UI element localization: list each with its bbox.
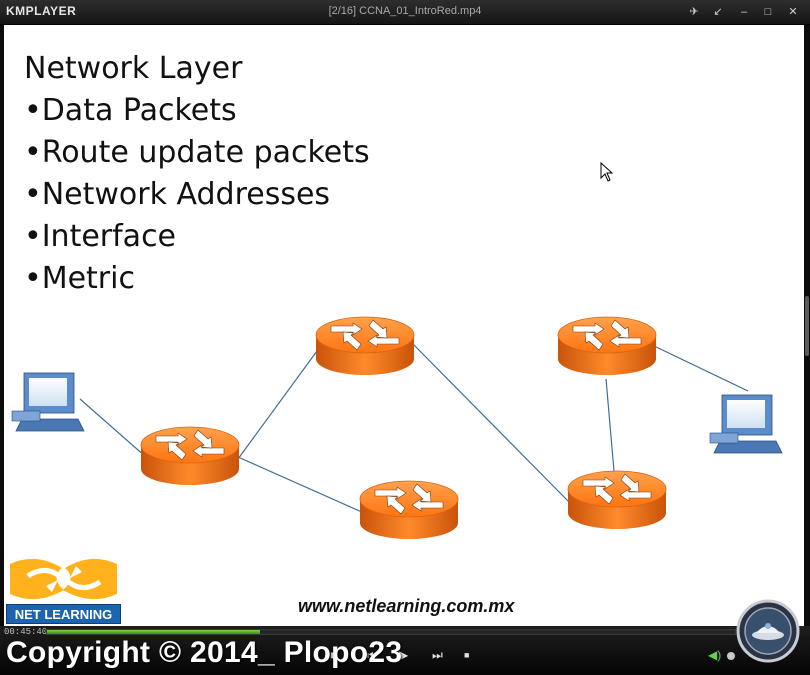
net-learning-logo: NET LEARNING xyxy=(6,554,121,624)
link-line xyxy=(411,342,571,504)
slide-heading: Network Layer xyxy=(24,51,243,86)
network-diagram xyxy=(11,316,783,540)
window-title: [2/16] CCNA_01_IntroRed.mp4 xyxy=(328,5,482,17)
seek-bar[interactable] xyxy=(46,629,736,635)
bullet-item: Interface xyxy=(24,219,370,261)
router-icon xyxy=(557,316,657,376)
link-line xyxy=(605,378,615,472)
maximize-icon[interactable]: □ xyxy=(764,6,772,18)
close-icon[interactable]: ✕ xyxy=(788,6,798,18)
router-icon xyxy=(567,470,667,530)
mouse-cursor-icon xyxy=(600,162,614,182)
net-learning-emblem-icon xyxy=(6,554,121,604)
website-url: www.netlearning.com.mx xyxy=(298,596,515,616)
slide-bullet-list: Data Packets Route update packets Networ… xyxy=(24,93,370,303)
video-area[interactable]: Network Layer Data Packets Route update … xyxy=(4,25,804,626)
control-bar: 00:45:40 ■ ⏮ ▶ ⏭ ■ ◀) xyxy=(0,626,810,675)
play-pause-icon[interactable]: ▶ xyxy=(399,648,409,662)
bullet-item: Metric xyxy=(24,261,370,303)
computer-icon xyxy=(11,372,85,432)
side-panel-handle[interactable] xyxy=(805,296,809,356)
copyright-watermark: Copyright © 2014_ Plopo23 xyxy=(6,636,403,669)
next-icon[interactable]: ⏭ xyxy=(432,648,443,662)
app-logo[interactable]: KMPLAYER xyxy=(6,4,77,18)
restore-small-icon[interactable]: ↙ xyxy=(713,6,723,18)
link-line xyxy=(237,456,365,514)
link-line xyxy=(237,350,318,460)
seek-progress xyxy=(47,630,261,634)
router-icon xyxy=(359,480,459,540)
volume-icon[interactable]: ◀) xyxy=(708,648,722,662)
link-line xyxy=(79,398,147,458)
bullet-item: Data Packets xyxy=(24,93,370,135)
link-line xyxy=(651,344,749,392)
minimize-icon[interactable]: – xyxy=(740,6,748,18)
stop-icon[interactable]: ■ xyxy=(330,648,338,662)
bullet-item: Route update packets xyxy=(24,135,370,177)
open-file-icon[interactable]: ■ xyxy=(464,650,470,660)
watermark-emblem-icon xyxy=(736,599,800,663)
title-bar: KMPLAYER [2/16] CCNA_01_IntroRed.mp4 ✈ ↙… xyxy=(0,0,810,25)
brand-label: NET LEARNING xyxy=(6,604,121,624)
router-icon xyxy=(315,316,415,376)
link-lines xyxy=(79,342,749,514)
previous-icon[interactable]: ⏮ xyxy=(367,648,378,662)
router-icon xyxy=(140,426,240,486)
volume-slider[interactable] xyxy=(727,652,735,660)
pin-icon[interactable]: ✈ xyxy=(689,6,699,18)
bullet-item: Network Addresses xyxy=(24,177,370,219)
elapsed-time: 00:45:40 xyxy=(4,627,48,637)
computer-icon xyxy=(709,394,783,454)
